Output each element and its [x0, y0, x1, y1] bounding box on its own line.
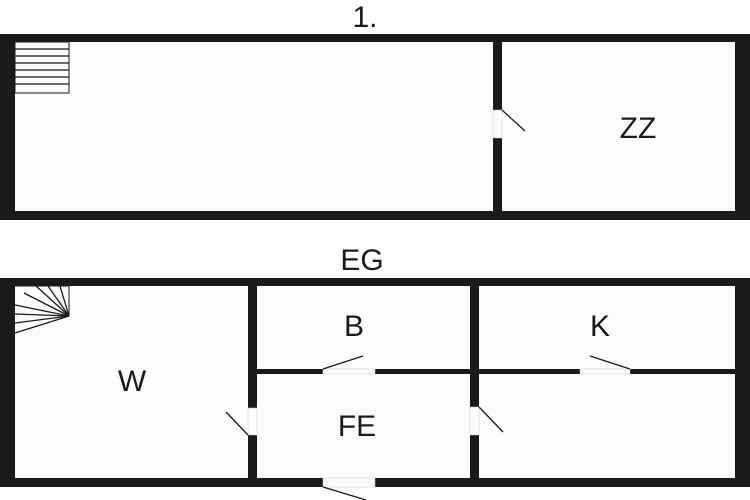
room-label-k: K [590, 310, 610, 343]
upper-floor-area [15, 42, 735, 211]
room-label-b: B [344, 310, 364, 343]
fe-partition-wall [470, 286, 479, 478]
ground-floor-area [15, 286, 735, 478]
b-door-opening [322, 368, 376, 375]
upper-door-opening [492, 109, 503, 139]
spiral-stairs-icon [14, 285, 70, 334]
door-swing-icon [322, 355, 364, 370]
ground-floor-title: EG [340, 244, 383, 277]
door-swing-icon [589, 355, 631, 370]
w-partition-wall [248, 286, 257, 478]
w-door-opening [247, 407, 258, 436]
room-label-zz: ZZ [620, 112, 657, 145]
door-swing-icon [322, 486, 367, 500]
door-swing-icon [478, 406, 504, 433]
fe-door-opening [469, 406, 480, 436]
room-label-fe: FE [338, 410, 376, 443]
door-swing-icon [225, 411, 249, 436]
k-door-opening [579, 368, 631, 375]
upper-floor-plan: 1. ZZ [0, 1, 750, 220]
room-label-w: W [118, 365, 147, 398]
straight-stairs-icon [14, 41, 70, 94]
ground-floor-plan: EG W B [0, 244, 750, 500]
entrance-door-opening [322, 477, 376, 488]
upper-floor-title: 1. [352, 1, 377, 34]
door-swing-icon [501, 109, 526, 132]
